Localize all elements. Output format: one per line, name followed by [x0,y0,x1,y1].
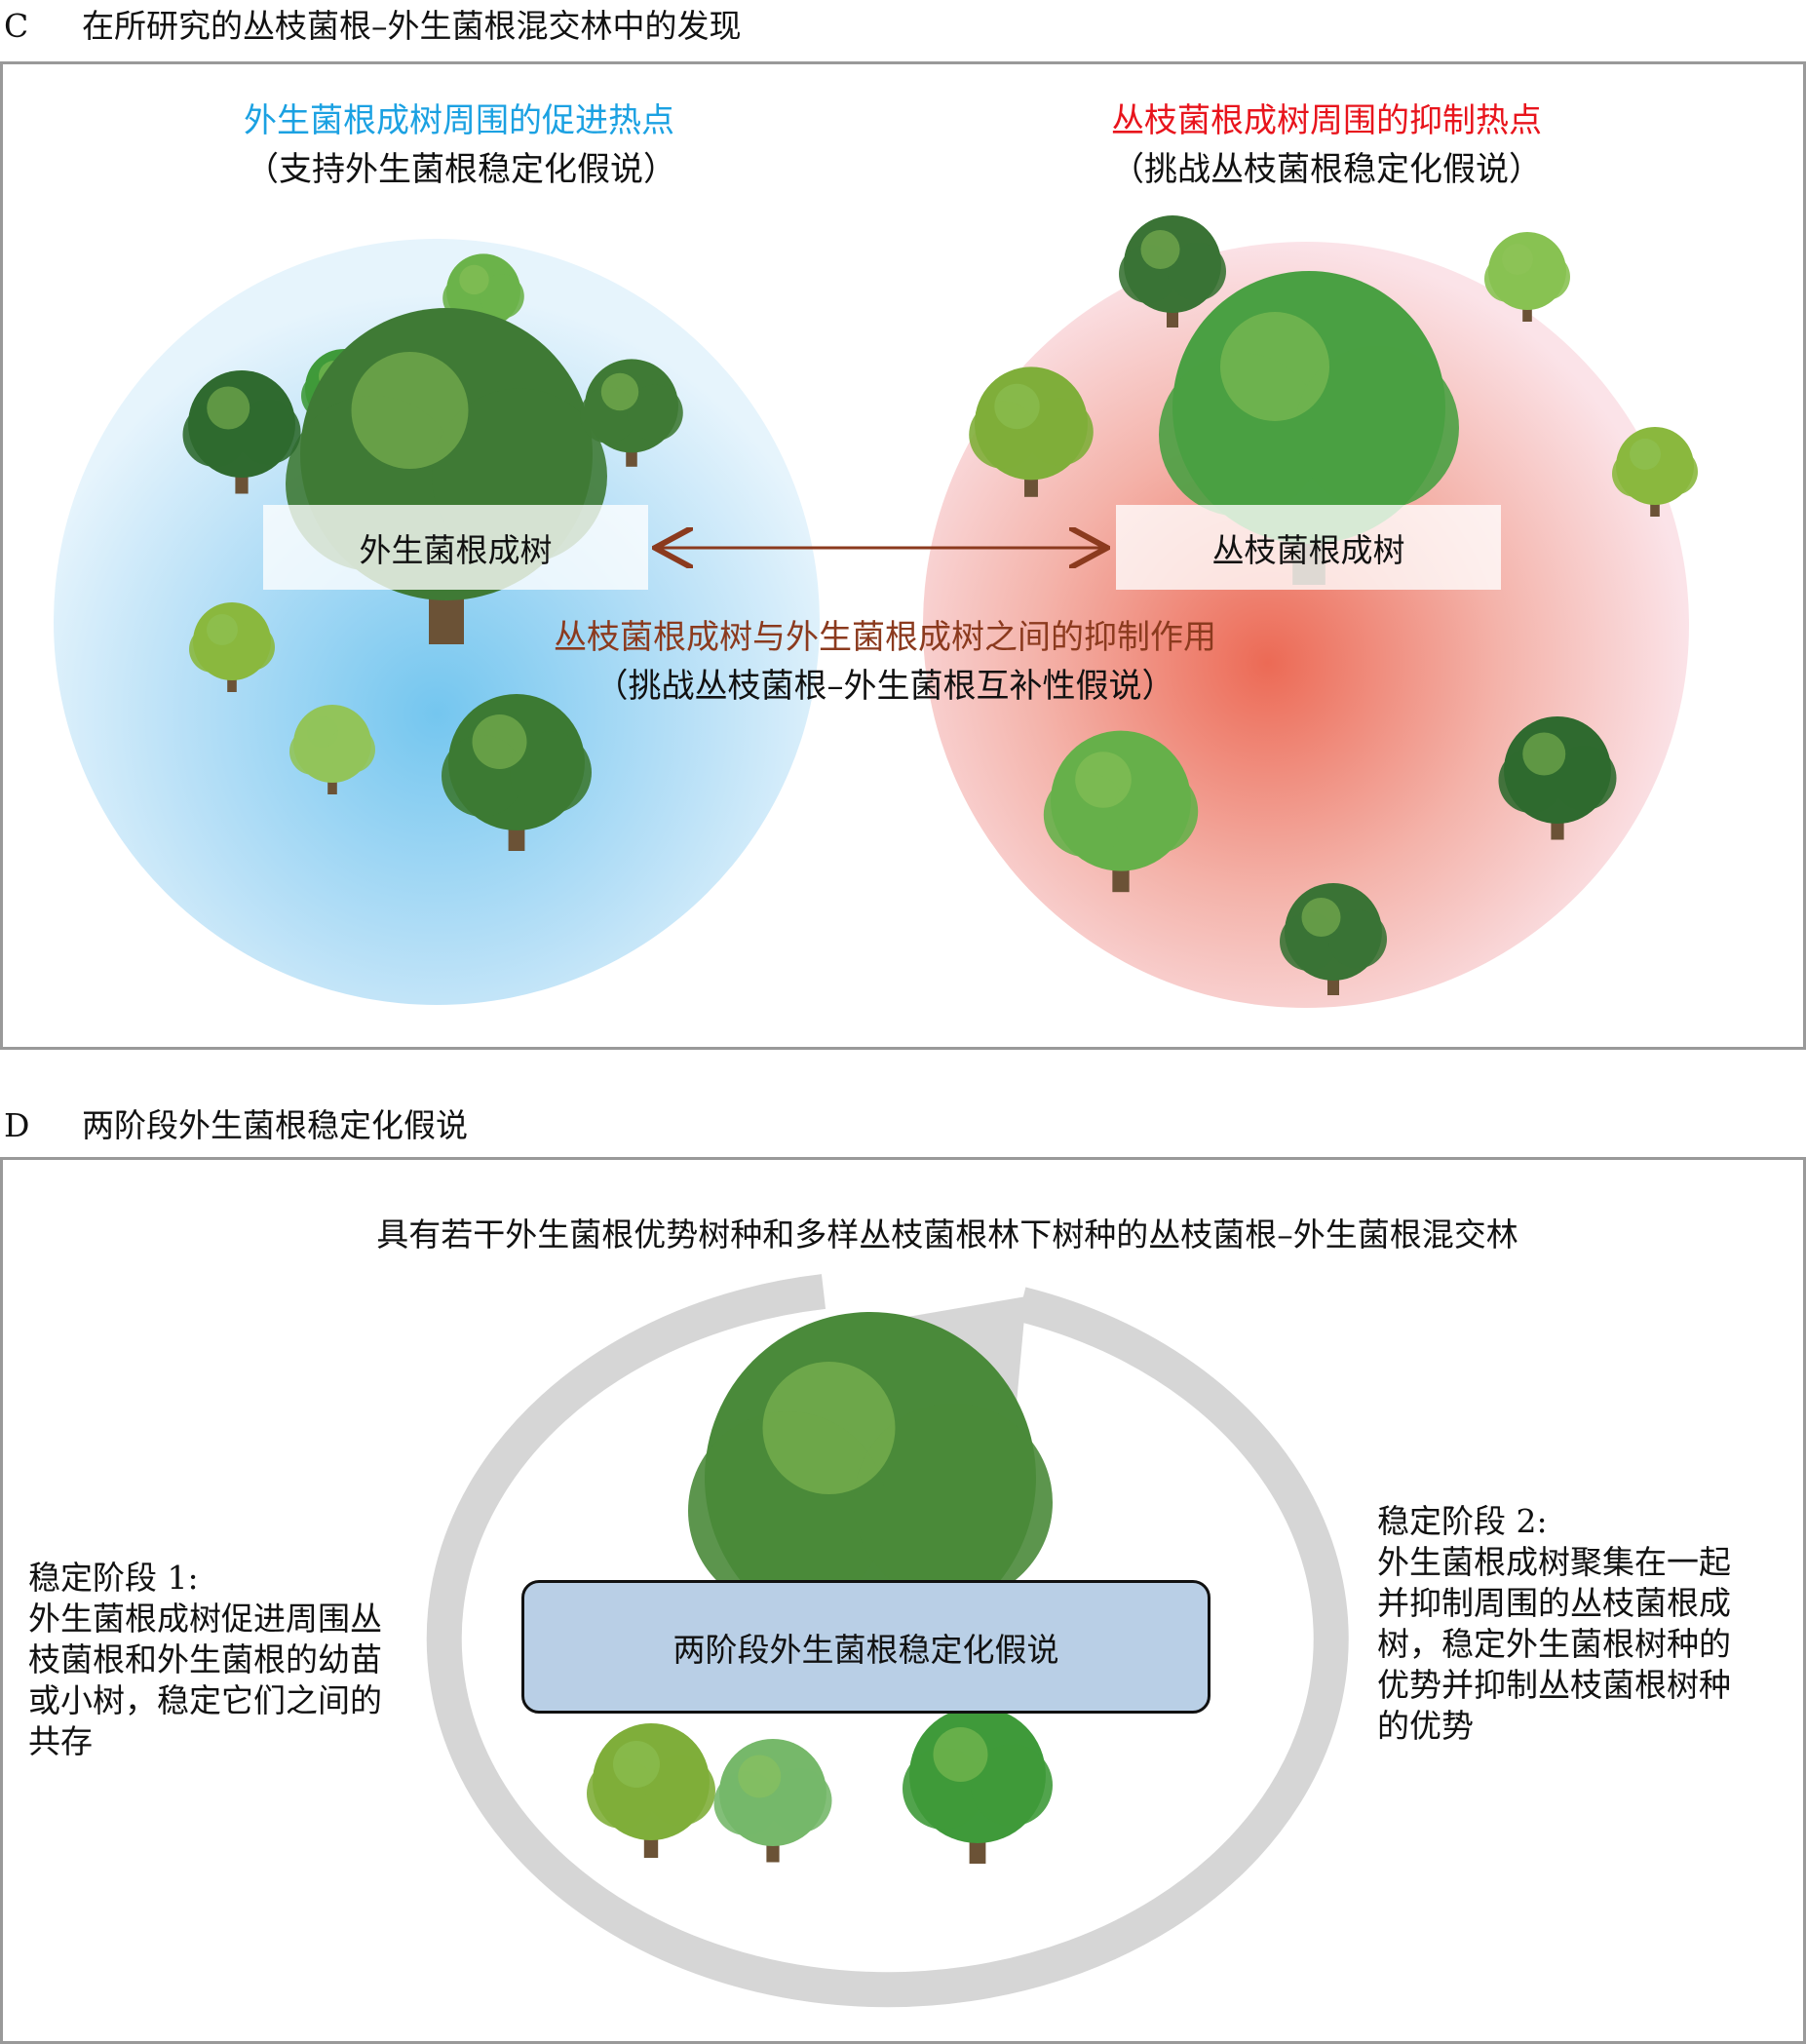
cycle-arrow [426,1274,1349,2008]
panel-letter: C [4,7,29,45]
panel-title-text: 在所研究的丛枝菌根–外生菌根混交林中的发现 [82,7,742,45]
tree-icon [1498,716,1617,840]
middle-subheading: （挑战丛枝菌根–外生菌根互补性假说） [595,667,1175,706]
text-line: 枝菌根和外生菌根的幼苗 [28,1640,382,1678]
tree-icon [713,1739,832,1863]
tree-icon [903,1707,1053,1864]
stage-2-text: 稳定阶段 2: 外生菌根成树聚集在一起 并抑制周围的丛枝菌根成 树，稳定外生菌根… [1377,1501,1731,1747]
middle-heading: 丛枝菌根成树与外生菌根成树之间的抑制作用 [554,618,1216,657]
panel-c-box: 外生菌根成树周围的促进热点 （支持外生菌根稳定化假说） 丛枝菌根成树周围的抑制热… [0,61,1806,1050]
left-subheading: （支持外生菌根稳定化假说） [246,150,676,189]
right-subheading: （挑战丛枝菌根稳定化假说） [1111,150,1542,189]
tree-icon [688,1312,1053,1693]
ecm-tree-label: 外生菌根成树 [263,505,648,590]
tree-icon [1119,215,1226,328]
text-line: 并抑制周围的丛枝菌根成 [1377,1584,1731,1622]
tree-icon [587,1723,715,1858]
tree-icon [1280,883,1387,995]
stage-1-text: 稳定阶段 1: 外生菌根成树促进周围丛 枝菌根和外生菌根的幼苗 或小树，稳定它们… [28,1558,382,1762]
tree-icon [1043,730,1199,893]
tree-icon [189,602,275,692]
am-tree-label: 丛枝菌根成树 [1116,505,1501,590]
right-heading: 丛枝菌根成树周围的抑制热点 [1111,101,1542,140]
tree-icon [182,370,301,494]
tree-icon [442,694,592,851]
hypothesis-box: 两阶段外生菌根稳定化假说 [521,1580,1210,1714]
forest-description: 具有若干外生菌根优势树种和多样丛枝菌根林下树种的丛枝菌根–外生菌根混交林 [376,1215,1518,1253]
text-line: 或小树，稳定它们之间的 [28,1681,382,1719]
tree-icon [1612,427,1698,517]
text-line: 稳定阶段 2: [1377,1502,1548,1540]
text-line: 优势并抑制丛枝菌根树种 [1377,1666,1731,1704]
text-line: 的优势 [1377,1707,1474,1745]
text-line: 外生菌根成树促进周围丛 [28,1600,382,1638]
text-line: 稳定阶段 1: [28,1559,199,1597]
panel-d-graphics [426,1274,1349,2008]
panel-c-title: C 在所研究的丛枝菌根–外生菌根混交林中的发现 [4,0,742,47]
text-line: 树，稳定外生菌根树种的 [1377,1625,1731,1663]
tree-icon [1159,271,1459,585]
text-line: 外生菌根成树聚集在一起 [1377,1543,1731,1581]
panel-title-text: 两阶段外生菌根稳定化假说 [82,1106,468,1144]
tree-icon [1484,232,1570,322]
tree-icons [587,1312,1053,1864]
tree-icon [969,366,1094,497]
panel-letter: D [4,1106,30,1144]
tree-icon [289,705,375,794]
left-heading: 外生菌根成树周围的促进热点 [244,101,674,140]
panel-d-title: D 两阶段外生菌根稳定化假说 [4,1099,468,1146]
tree-icon [580,359,683,467]
panel-d-box: 具有若干外生菌根优势树种和多样丛枝菌根林下树种的丛枝菌根–外生菌根混交林 两阶段… [0,1157,1806,2044]
text-line: 共存 [28,1722,93,1760]
